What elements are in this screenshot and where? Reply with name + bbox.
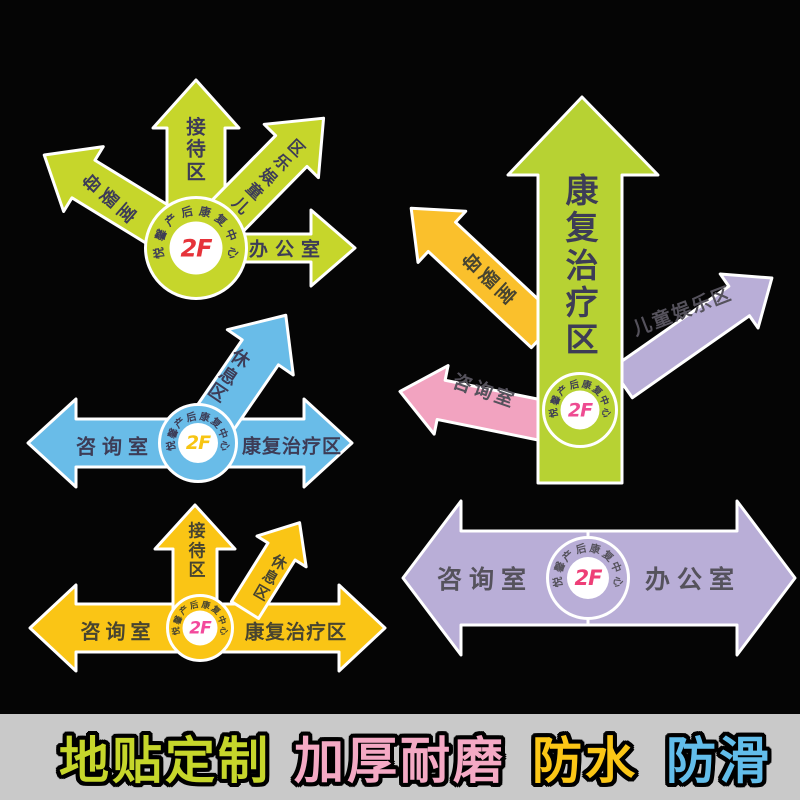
floor-label: 2F: [180, 234, 212, 262]
center-badge: 悦馨产后康复中心 2F: [542, 372, 618, 448]
room-label-consult: 咨询室: [80, 619, 156, 644]
sign-mid-left-blue: 咨询室 康复治疗区 休息区 悦馨产后康复中心 2F: [18, 310, 368, 505]
room-label-rehab: 康复治疗区: [241, 435, 343, 458]
arrow-up-right: [229, 521, 308, 620]
room-label-office: 办公室: [644, 565, 742, 594]
room-label-office: 办公室: [248, 238, 328, 261]
floor-label: 2F: [567, 399, 593, 421]
room-label-consult: 咨询室: [436, 565, 534, 594]
center-badge: 悦馨产后康复中心 2F: [166, 594, 234, 662]
center-badge: 悦馨产后康复中心 2F: [158, 403, 238, 483]
arrow-up-green: [506, 95, 660, 485]
room-label-reception: 接待区: [188, 521, 206, 581]
sign-bottom-left-yellow: 接待区 休息区 咨询室 康复治疗区 悦馨产后康复中心 2F: [23, 498, 393, 698]
bottom-banner: 地贴定制 加厚耐磨 防水 防滑: [0, 714, 800, 800]
center-badge: 悦馨产后康复中心 2F: [546, 536, 630, 620]
center-badge: 悦馨产后康复中心 2F: [144, 196, 248, 300]
sign-bottom-right-purple: 咨询室 办公室 悦馨产后康复中心 2F: [398, 496, 800, 671]
arrow-left: [401, 499, 590, 657]
room-label-rehab: 康复治疗区: [565, 170, 599, 359]
room-label-reception: 接待区: [186, 115, 206, 184]
arrow-right-purple: [610, 272, 774, 400]
banner-text-waterproof: 防水: [532, 732, 638, 790]
banner-text-antislip: 防滑: [666, 732, 772, 790]
room-label-rehab: 康复治疗区: [244, 620, 348, 644]
floor-label: 2F: [189, 618, 211, 638]
banner-text-durable: 加厚耐磨: [294, 732, 506, 790]
sign-right-multicolor: 康复治疗区 母婴室 咨询室 儿童娱乐区 悦馨产后康复中心 2F: [395, 83, 797, 493]
room-label-consult: 咨询室: [76, 434, 154, 459]
arrow-right: [586, 499, 797, 657]
banner-text-custom: 地贴定制: [59, 732, 271, 790]
sign-top-left-green: 接待区 母婴室 儿童娱乐区 办公室 悦馨产后康复中心 2F: [22, 75, 392, 330]
floor-label: 2F: [185, 432, 211, 454]
arrow-left-pink: [398, 364, 551, 443]
floor-label: 2F: [574, 566, 603, 590]
